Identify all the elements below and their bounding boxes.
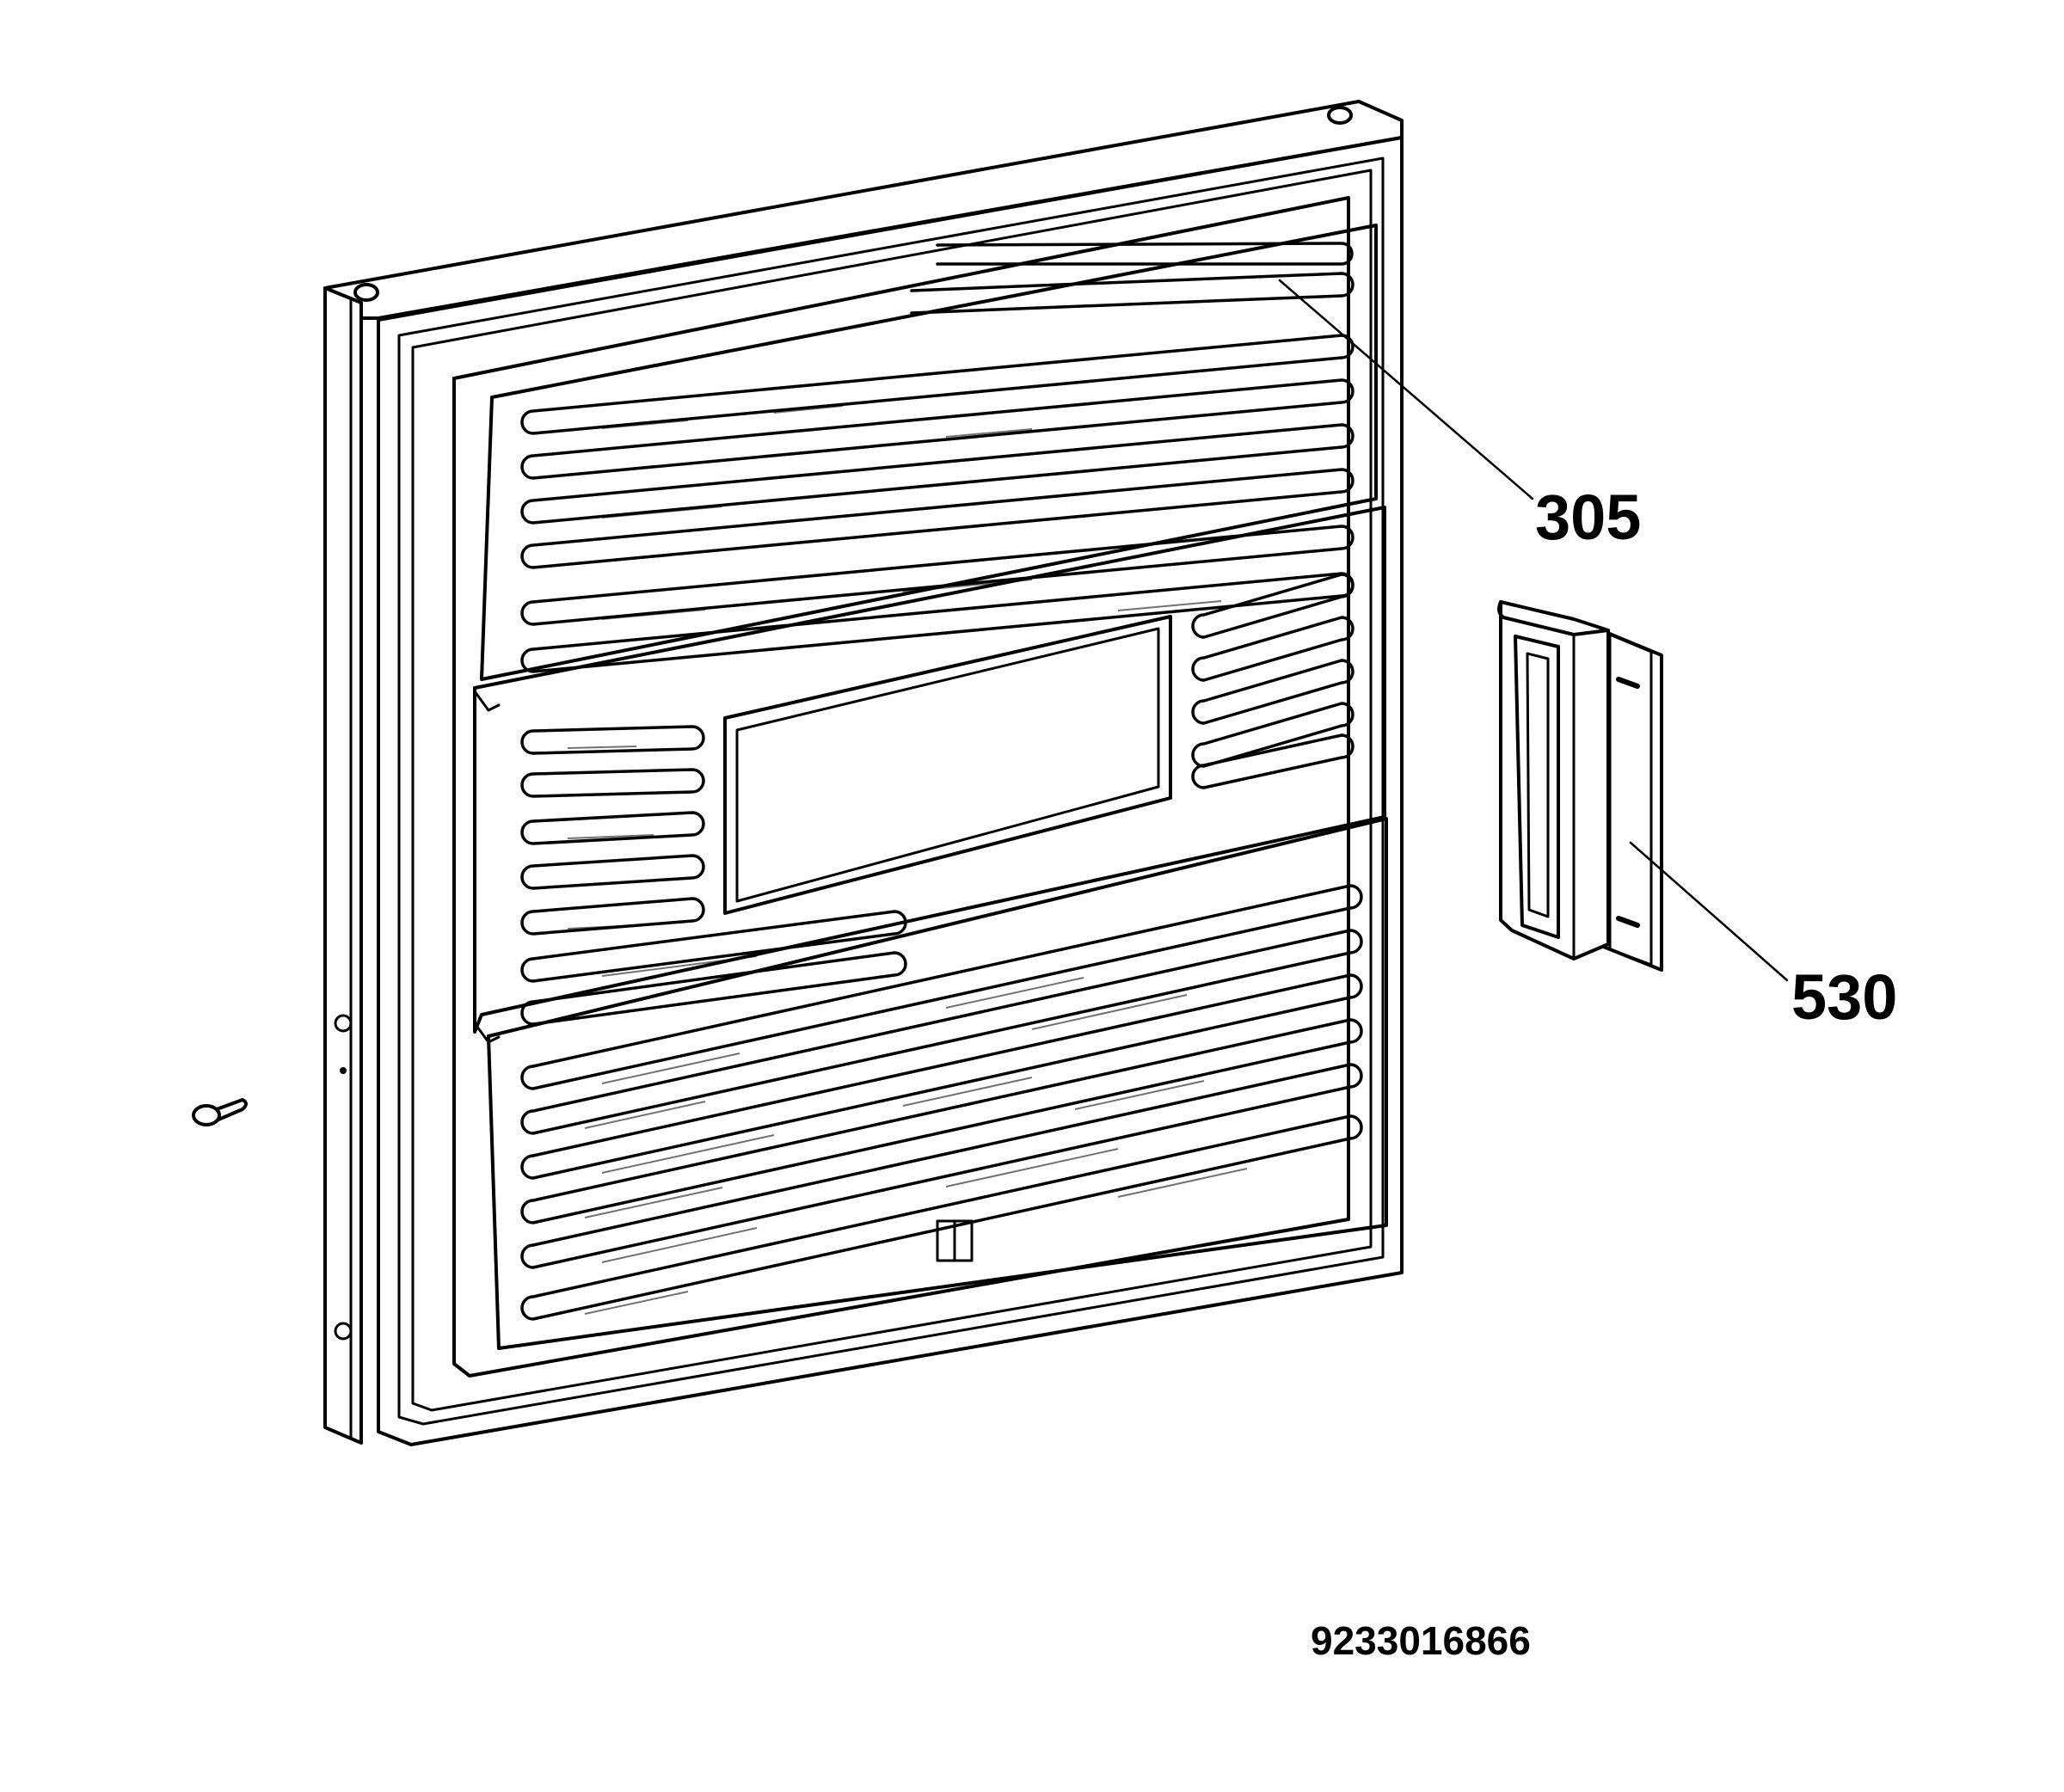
rib	[520, 1063, 1363, 1269]
rib	[520, 768, 705, 798]
inner-liner-tray	[452, 196, 1350, 1378]
door-liner-outer	[411, 169, 1373, 1412]
rib	[1191, 702, 1354, 768]
rib	[520, 811, 705, 845]
door-left-edge	[323, 286, 363, 1445]
display-window-glass	[735, 627, 1160, 903]
screw-head-left	[353, 283, 379, 302]
rib	[520, 951, 907, 1026]
screw-part	[192, 1098, 248, 1126]
rib	[936, 242, 1354, 266]
callout-305: 305	[1535, 482, 1641, 553]
leader-lines	[1278, 279, 1789, 982]
screw-head	[192, 1104, 221, 1126]
screw-shank	[215, 1098, 248, 1121]
leader-305	[1278, 279, 1534, 500]
hinge-hole-top	[334, 1014, 353, 1033]
rib	[520, 423, 1354, 525]
ribs-bottom	[520, 884, 1363, 1321]
hinge-hole-bottom	[334, 1322, 353, 1341]
leader-530	[1629, 841, 1789, 982]
ribs-middle-right	[1191, 573, 1354, 789]
rib	[1191, 616, 1354, 682]
rib	[1191, 573, 1354, 639]
rib	[1191, 733, 1354, 789]
rib	[520, 1018, 1363, 1224]
rib	[520, 929, 1363, 1135]
rib	[520, 1114, 1363, 1321]
surface-shading	[567, 405, 1308, 1315]
drawing-number: 9233016866	[1311, 1618, 1531, 1663]
ribs-middle-left	[520, 725, 907, 1026]
rib	[1191, 659, 1354, 725]
display-window-frame	[723, 615, 1172, 915]
plate-slot	[1616, 677, 1640, 689]
handle-grip-top	[1497, 600, 1610, 636]
door-gasket-inner	[397, 156, 1385, 1426]
rib	[520, 910, 907, 983]
rib	[520, 897, 705, 936]
rib	[910, 272, 1354, 315]
callout-530: 530	[1791, 961, 1897, 1033]
door-gasket-outer	[377, 136, 1404, 1446]
plate-slot	[1616, 916, 1640, 928]
handle-finger-recess	[1514, 635, 1560, 939]
rib	[520, 854, 705, 890]
section-notch-upper	[473, 690, 501, 712]
ribs-top	[520, 242, 1354, 673]
hinge-pin-dot	[340, 1067, 347, 1074]
rib	[520, 334, 1354, 435]
rib	[520, 973, 1363, 1180]
rib	[520, 884, 1363, 1090]
handle-recess-inner	[1526, 652, 1550, 918]
screw-head-right	[1327, 106, 1353, 125]
rib	[520, 468, 1354, 569]
door-handle	[1497, 600, 1663, 972]
rib	[520, 525, 1354, 626]
rib	[520, 725, 705, 755]
rib	[520, 378, 1354, 480]
section-notch-lower	[473, 1022, 501, 1044]
liner-section-bottom	[487, 817, 1388, 1350]
door-panel	[323, 100, 1404, 1446]
